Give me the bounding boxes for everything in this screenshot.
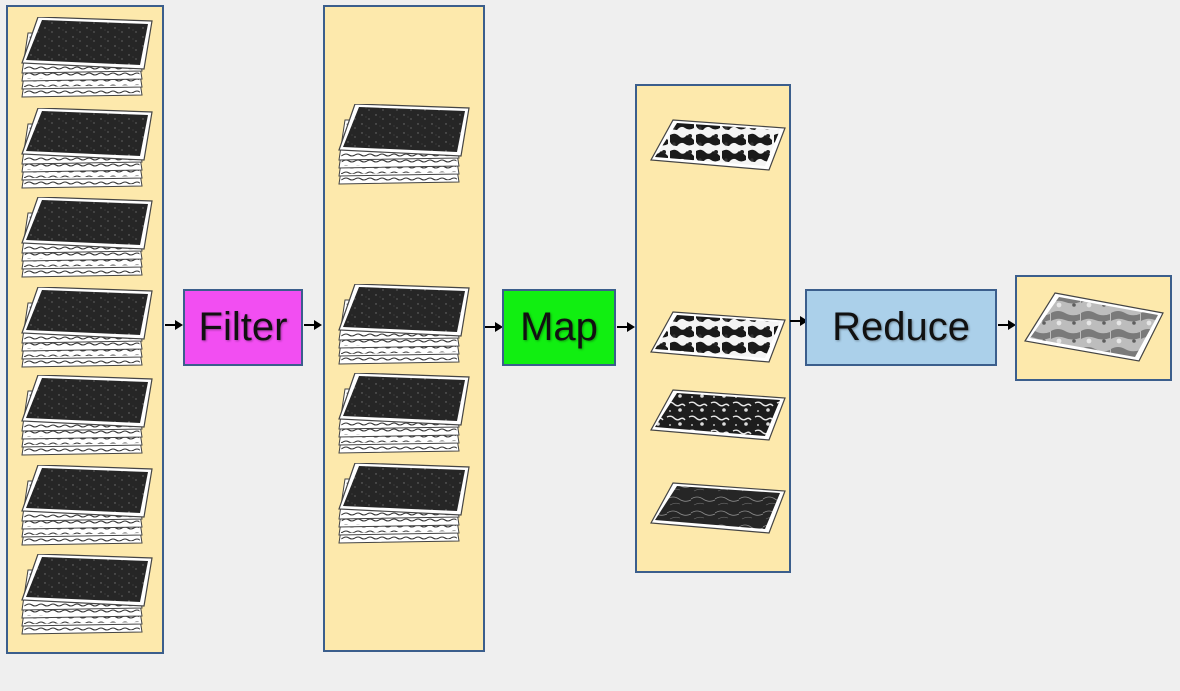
image-stack-icon (21, 17, 153, 98)
image-stack-icon (338, 284, 470, 365)
raster-image-icon (650, 482, 786, 534)
arrow-right-icon (485, 322, 503, 332)
raster-image-icon (650, 119, 786, 171)
image-stack-icon (21, 108, 153, 189)
image-stack-icon (338, 463, 470, 544)
reduced-output-panel (1015, 275, 1172, 381)
raster-image-icon (650, 389, 786, 441)
arrow-right-icon (617, 322, 635, 332)
reduce-label: Reduce (832, 305, 970, 349)
filtered-collection-panel (323, 5, 485, 652)
image-stack-icon (21, 465, 153, 546)
filter-label: Filter (198, 305, 288, 349)
arrow-right-icon (790, 316, 808, 326)
arrow-right-icon (165, 320, 183, 330)
map-label: Map (520, 305, 598, 349)
image-stack-icon (21, 375, 153, 456)
raster-image-icon (650, 311, 786, 363)
filter-stage: Filter (183, 289, 303, 366)
arrow-right-icon (304, 320, 322, 330)
input-image-collection-panel (6, 5, 164, 654)
image-stack-icon (338, 104, 470, 185)
image-stack-icon (21, 287, 153, 368)
image-stack-icon (21, 197, 153, 278)
image-stack-icon (338, 373, 470, 454)
map-stage: Map (502, 289, 616, 366)
image-stack-icon (21, 554, 153, 635)
mapped-images-panel (635, 84, 791, 573)
composite-image-icon (1024, 292, 1164, 362)
arrow-right-icon (998, 320, 1016, 330)
reduce-stage: Reduce (805, 289, 997, 366)
